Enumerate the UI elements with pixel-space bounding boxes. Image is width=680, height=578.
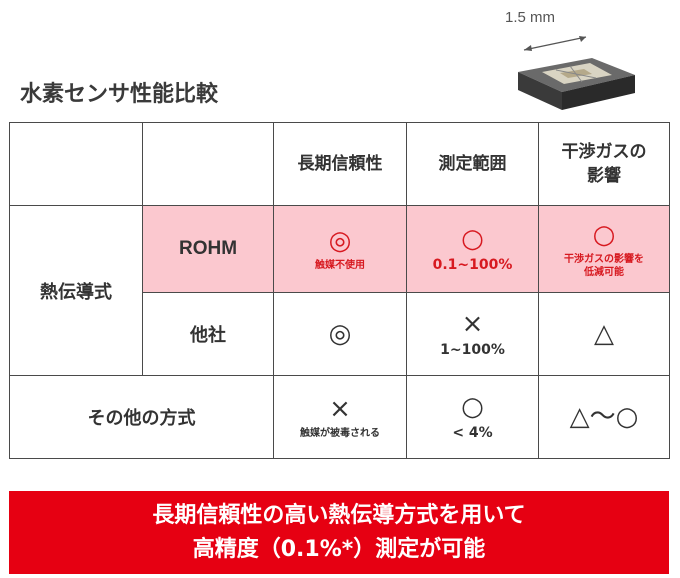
note-text: 触媒不使用 — [315, 260, 365, 271]
banner-line-1: 長期信頼性の高い熱伝導方式を用いて — [152, 502, 526, 528]
header-empty-cell — [9, 122, 143, 206]
cross-symbol: × — [461, 309, 484, 339]
dimension-arrow — [523, 36, 587, 51]
circle-symbol: ○ — [461, 392, 484, 422]
circle-symbol: ○ — [461, 224, 484, 254]
cross-symbol: × — [329, 394, 351, 424]
table-row-rohm: 熱伝導式 ROHM ◎ 触媒不使用 ○ 0.1~100% ○ 干渉ガスの影響を … — [9, 205, 670, 376]
comparison-table: 長期信頼性 測定範囲 干渉ガスの 影響 熱伝導式 ROHM ◎ 触媒不使用 ○ … — [9, 122, 670, 459]
row-label-other-method: その他の方式 — [9, 375, 274, 459]
circle-symbol: ○ — [592, 219, 616, 250]
header-empty-cell — [142, 122, 274, 206]
note-text: 0.1~100% — [432, 257, 513, 273]
header-reliability: 長期信頼性 — [273, 122, 407, 206]
cell-other-method-interference: △～○ — [538, 375, 670, 459]
table-row-other-method: その他の方式 × 触媒が被毒される ○ < 4% △～○ — [9, 375, 670, 459]
chip-size-label: 1.5 mm — [505, 9, 556, 26]
cell-rohm-reliability: ◎ 触媒不使用 — [273, 205, 407, 293]
row-label-other-company: 他社 — [142, 292, 274, 376]
note-text: 干渉ガスの影響を 低減可能 — [564, 253, 644, 278]
table-header-row: 長期信頼性 測定範囲 干渉ガスの 影響 — [9, 122, 670, 206]
header-interference: 干渉ガスの 影響 — [538, 122, 670, 206]
row-label-rohm: ROHM — [142, 205, 274, 293]
cell-other-method-range: ○ < 4% — [406, 375, 539, 459]
cell-other-company-interference: △ — [538, 292, 670, 376]
cell-rohm-interference: ○ 干渉ガスの影響を 低減可能 — [538, 205, 670, 293]
cell-other-company-range: × 1~100% — [406, 292, 539, 376]
group-label-thermal-conduction: 熱伝導式 — [9, 205, 143, 376]
cell-rohm-range: ○ 0.1~100% — [406, 205, 539, 293]
header-range: 測定範囲 — [406, 122, 539, 206]
note-text: 触媒が被毒される — [300, 428, 380, 439]
note-text: < 4% — [452, 425, 493, 441]
page-title: 水素センサ性能比較 — [20, 82, 219, 107]
sensor-chip-illustration — [518, 36, 635, 110]
table-row-other-company: 他社 ◎ × 1~100% △ — [10, 292, 670, 376]
triangle-to-circle-symbol: △～○ — [569, 402, 639, 432]
cell-other-company-reliability: ◎ — [273, 292, 407, 376]
banner-line-2: 高精度（0.1%*）測定が可能 — [192, 536, 486, 562]
cell-other-method-reliability: × 触媒が被毒される — [273, 375, 407, 459]
double-circle-symbol: ◎ — [328, 226, 352, 256]
conclusion-banner: 長期信頼性の高い熱伝導方式を用いて 高精度（0.1%*）測定が可能 — [9, 491, 669, 574]
double-circle-symbol: ◎ — [328, 319, 352, 349]
note-text: 1~100% — [440, 342, 505, 358]
triangle-symbol: △ — [594, 319, 614, 349]
